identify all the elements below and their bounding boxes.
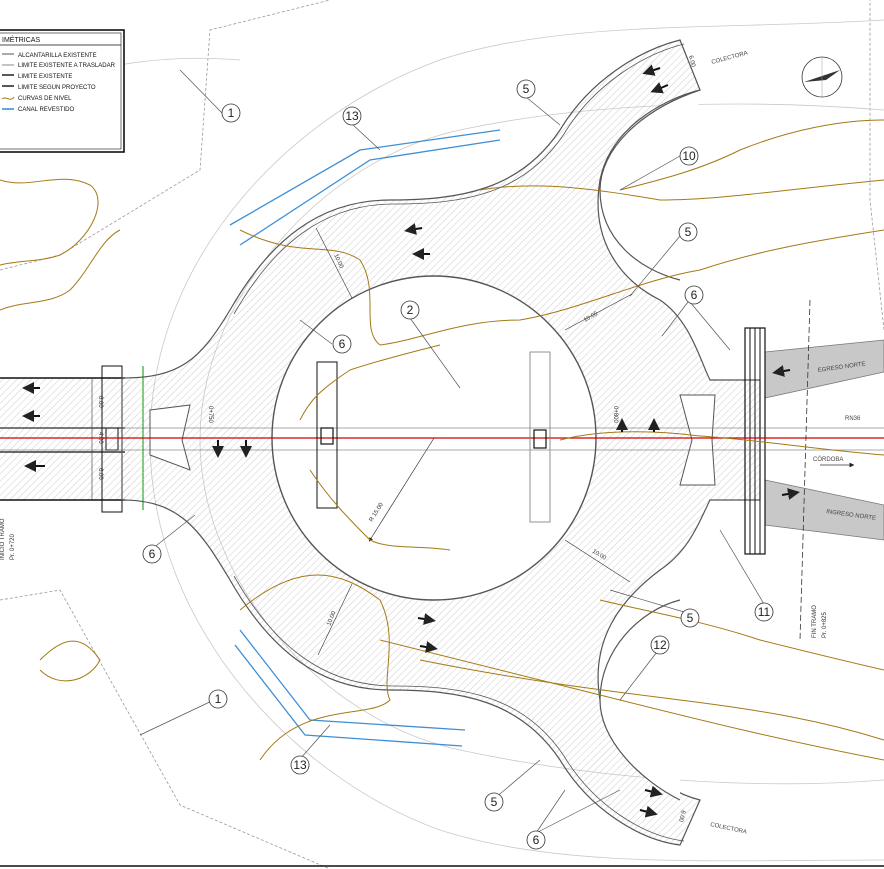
end-pk: Pr. 0+825 xyxy=(822,611,828,638)
road-axis xyxy=(0,299,884,641)
start-label: INICIO TRAMO xyxy=(0,518,6,560)
callout-6-c: 6 xyxy=(142,544,162,564)
road-cordoba: CÓRDOBA xyxy=(813,456,843,463)
road-rn36: RN36 xyxy=(845,416,861,422)
svg-text:1: 1 xyxy=(215,692,222,706)
svg-text:LIMITE SEGUN PROYECTO: LIMITE SEGUN PROYECTO xyxy=(18,85,96,91)
svg-text:12: 12 xyxy=(653,638,667,652)
station-east: 0+800 xyxy=(612,406,618,424)
station-west: 0+750 xyxy=(207,406,213,424)
svg-text:6: 6 xyxy=(339,337,346,351)
callout-markers: 1 13 5 10 5 2 6 6 6 11 5 12 1 13 5 6 xyxy=(142,79,774,850)
road-colectora-top: COLECTORA xyxy=(711,50,749,65)
svg-text:1: 1 xyxy=(228,106,235,120)
legend-item: LIMITE SEGUN PROYECTO xyxy=(2,85,96,91)
callout-6-d: 6 xyxy=(526,830,546,850)
dim-west-bottom: 6.00 xyxy=(97,468,103,480)
station-labels: 0+750 0+800 INICIO TRAMO Pr. 0+720 FIN T… xyxy=(0,406,828,638)
svg-text:5: 5 xyxy=(523,82,530,96)
svg-text:5: 5 xyxy=(491,795,498,809)
callout-5-d: 5 xyxy=(484,792,504,812)
canal-revestido xyxy=(229,129,501,747)
svg-text:6: 6 xyxy=(149,547,156,561)
callout-11: 11 xyxy=(754,602,774,622)
svg-text:5: 5 xyxy=(685,225,692,239)
svg-text:LIMITE EXISTENTE A TRASLADAR: LIMITE EXISTENTE A TRASLADAR xyxy=(18,63,116,69)
dim-west-top: 6.00 xyxy=(97,396,103,408)
svg-text:LIMITE EXISTENTE: LIMITE EXISTENTE xyxy=(18,74,72,80)
callout-10: 10 xyxy=(679,146,699,166)
callout-5-c: 5 xyxy=(680,608,700,628)
callout-leaders xyxy=(139,69,765,834)
callout-1-bottom: 1 xyxy=(208,689,228,709)
svg-text:6: 6 xyxy=(533,833,540,847)
north-arrow-icon xyxy=(801,56,843,98)
svg-text:CURVAS DE NIVEL: CURVAS DE NIVEL xyxy=(18,96,72,102)
legend-item: ALCANTARILLA EXISTENTE xyxy=(2,53,97,59)
callout-6-b: 6 xyxy=(684,285,704,305)
central-structures xyxy=(316,351,551,542)
callout-6-a: 6 xyxy=(332,334,352,354)
svg-text:5: 5 xyxy=(687,611,694,625)
dim-ramp-se: 6.00 xyxy=(677,809,686,822)
legend-title: IMÉTRICAS xyxy=(2,35,40,44)
callout-2: 2 xyxy=(400,300,420,320)
end-label: FIN TRAMO xyxy=(812,605,818,638)
callout-5-a: 5 xyxy=(516,79,536,99)
callout-12: 12 xyxy=(650,635,670,655)
svg-text:ALCANTARILLA EXISTENTE: ALCANTARILLA EXISTENTE xyxy=(18,53,97,59)
legend-item: LIMITE EXISTENTE xyxy=(2,74,72,80)
callout-5-b: 5 xyxy=(678,222,698,242)
dim-ramp-ne: 6.00 xyxy=(687,55,696,68)
legend-item: LIMITE EXISTENTE A TRASLADAR xyxy=(2,63,116,69)
road-colectora-bottom: COLECTORA xyxy=(710,822,748,836)
legend-item: CURVAS DE NIVEL xyxy=(1,96,72,102)
legend-item: CANAL REVESTIDO xyxy=(2,107,74,113)
callout-13-bottom: 13 xyxy=(290,755,310,775)
direction-arrows xyxy=(22,64,855,818)
dim-ring-sw: 10.00 xyxy=(326,610,337,627)
svg-text:6: 6 xyxy=(691,288,698,302)
callout-1-top: 1 xyxy=(221,103,241,123)
dim-west-mid: 4.00 xyxy=(97,432,103,444)
svg-text:13: 13 xyxy=(345,109,359,123)
legend-panel: IMÉTRICAS ALCANTARILLA EXISTENTE LIMITE … xyxy=(0,29,125,153)
callout-13-top: 13 xyxy=(342,106,362,126)
svg-text:2: 2 xyxy=(407,303,414,317)
svg-text:13: 13 xyxy=(293,758,307,772)
svg-text:10: 10 xyxy=(682,149,696,163)
svg-text:CANAL REVESTIDO: CANAL REVESTIDO xyxy=(18,107,74,113)
start-pk: Pr. 0+720 xyxy=(10,533,16,560)
svg-text:11: 11 xyxy=(758,605,771,619)
